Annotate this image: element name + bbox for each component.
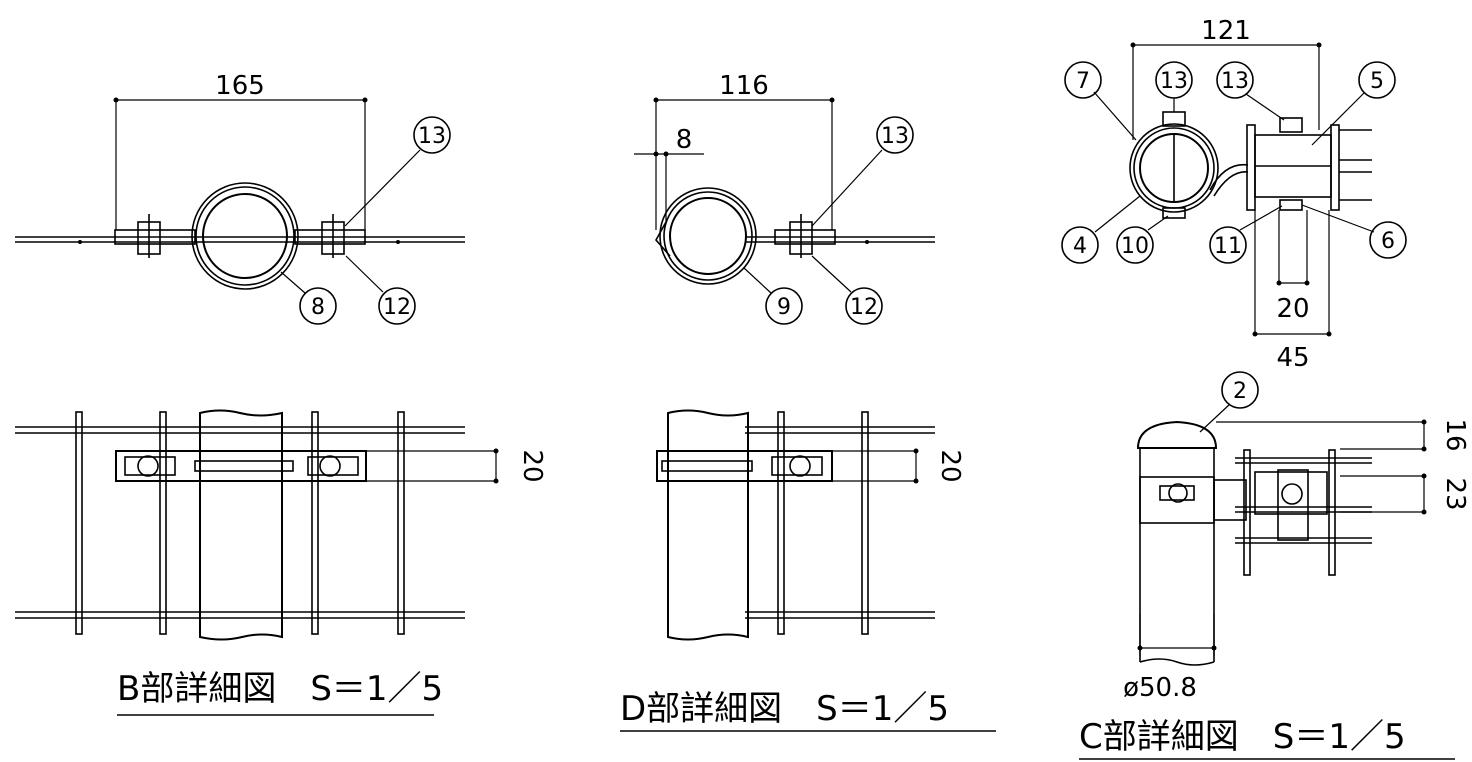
d-dim-offset: 8: [676, 125, 693, 155]
b-detail-front-view: 20: [15, 409, 547, 641]
c-detail-title: C部詳細図 S＝1／5: [1079, 717, 1406, 757]
b-balloon-8-label: 8: [311, 295, 325, 320]
b-detail-top-view: 165 13 8 12: [15, 71, 465, 325]
c-dim-45: 45: [1276, 343, 1309, 373]
c-balloon-6: [1369, 221, 1407, 259]
c-balloon-4-label: 4: [1073, 234, 1087, 259]
c-balloon-5: [1358, 61, 1396, 99]
c-balloon-2: [1221, 371, 1259, 409]
d-dim-width: 116: [719, 71, 769, 101]
b-balloon-12: [378, 287, 416, 325]
c-balloon-7: [1064, 61, 1102, 99]
c-balloon-10: [1116, 226, 1154, 264]
c-balloon-11: [1209, 226, 1247, 264]
c-balloon-4: [1061, 226, 1099, 264]
c-balloon-13b: [1216, 61, 1254, 99]
c-balloon-5-label: 5: [1370, 69, 1384, 94]
b-balloon-13-label: 13: [418, 124, 446, 149]
d-balloon-12-label: 12: [850, 295, 878, 320]
c-detail-front-view: 16 23 ø50.8 2: [1123, 371, 1470, 703]
c-balloon-11-label: 11: [1214, 234, 1242, 259]
c-balloon-13a: [1155, 61, 1193, 99]
d-balloon-9-label: 9: [777, 295, 791, 320]
d-balloon-13-label: 13: [881, 124, 909, 149]
b-dim-height: 20: [517, 449, 547, 482]
c-dim-diameter: ø50.8: [1123, 673, 1197, 703]
c-balloon-6-label: 6: [1381, 229, 1395, 254]
d-balloon-12: [845, 287, 883, 325]
c-balloon-2-label: 2: [1233, 379, 1247, 404]
c-detail-top-view: 121 20 45 7 13 13 5 4 10 11: [1061, 16, 1407, 373]
c-dim-23: 23: [1440, 477, 1470, 510]
d-balloon-13: [876, 116, 914, 154]
d-detail-front-view: 20: [656, 409, 965, 641]
d-detail-top-view: 116 8 13 9 12: [634, 71, 935, 325]
c-balloon-13a-label: 13: [1160, 69, 1188, 94]
b-balloon-13: [413, 116, 451, 154]
c-balloon-7-label: 7: [1076, 69, 1090, 94]
b-detail-title: B部詳細図 S＝1／5: [117, 669, 443, 709]
d-detail-title: D部詳細図 S＝1／5: [620, 689, 949, 729]
c-dim-16: 16: [1440, 418, 1470, 451]
c-balloon-10-label: 10: [1121, 234, 1149, 259]
c-balloon-13b-label: 13: [1221, 69, 1249, 94]
b-dim-width: 165: [215, 71, 265, 101]
d-balloon-9: [765, 287, 803, 325]
b-balloon-8: [299, 287, 337, 325]
c-dim-width: 121: [1201, 16, 1251, 46]
c-dim-20: 20: [1276, 294, 1309, 324]
d-dim-height: 20: [935, 449, 965, 482]
b-balloon-12-label: 12: [383, 295, 411, 320]
